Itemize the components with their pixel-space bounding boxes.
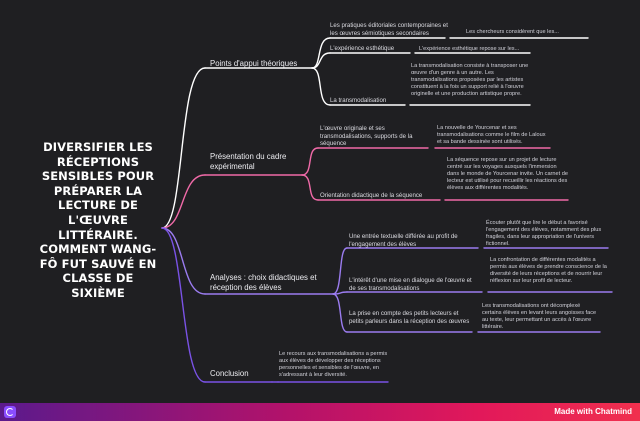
topic-entree-textuelle[interactable]: Une entrée textuelle différée au profit … [349, 233, 458, 248]
leaf-experience-esthetique[interactable]: L'expérience esthétique repose sur les..… [419, 46, 520, 52]
made-with-chatmind-credit[interactable]: Made with Chatmind [554, 407, 632, 416]
leaf-conclusion[interactable]: Le recours aux transmodalisations a perm… [279, 351, 388, 378]
link-b1-topic-2 [311, 52, 331, 69]
connectors-white [161, 37, 589, 229]
connectors-pink [161, 147, 569, 229]
link-root-branch-3 [161, 227, 206, 295]
leaf-nouvelle-yourcenar[interactable]: La nouvelle de Yourcenar et ses transmod… [437, 125, 546, 145]
link-b3-topic-3 [332, 293, 348, 333]
link-b1-topic-3 [311, 67, 331, 106]
root-node-title[interactable]: DIVERSIFIER LES RÉCEPTIONS SENSIBLES POU… [39, 140, 157, 300]
topic-experience-esthetique[interactable]: L'expérience esthétique [330, 45, 395, 52]
branch-points-appui[interactable]: Points d'appui théoriques [210, 59, 298, 68]
topic-pratiques-editoriales[interactable]: Les pratiques éditoriales contemporaines… [330, 22, 448, 37]
branch-cadre-experimental[interactable]: Présentation du cadre expérimental [210, 152, 287, 171]
branch-conclusion[interactable]: Conclusion [210, 369, 249, 378]
leaf-chercheurs[interactable]: Les chercheurs considèrent que les... [466, 29, 559, 35]
leaf-transmodalisation[interactable]: La transmodalisation consiste à transpos… [411, 63, 529, 97]
leaf-sequence-projet[interactable]: La séquence repose sur un projet de lect… [447, 157, 568, 191]
chatmind-logo-icon[interactable] [4, 406, 16, 418]
branch-analyses[interactable]: Analyses : choix didactiques et réceptio… [210, 273, 317, 292]
topic-orientation-didactique[interactable]: Orientation didactique de la séquence [320, 192, 423, 199]
link-root-branch-1 [161, 67, 206, 229]
mind-map-canvas: DIVERSIFIER LES RÉCEPTIONS SENSIBLES POU… [39, 22, 613, 383]
link-root-branch-4 [161, 227, 206, 383]
link-b2-topic-1 [301, 147, 319, 176]
footer-bar: Made with Chatmind [0, 403, 640, 421]
topic-transmodalisation[interactable]: La transmodalisation [330, 97, 387, 104]
connectors-violet [161, 227, 389, 383]
leaf-decomplexe[interactable]: Les transmodalisations ont décomplexé ce… [482, 303, 597, 330]
link-b3-topic-1 [332, 247, 348, 295]
link-root-branch-2 [161, 174, 206, 229]
link-b2-topic-2 [301, 174, 319, 201]
leaf-confrontation[interactable]: La confrontation de différentes modalité… [490, 257, 607, 284]
topic-petits-lecteurs[interactable]: La prise en compte des petits lecteurs e… [349, 310, 470, 325]
mind-map-connectors [161, 37, 613, 383]
leaf-ecouter-lire[interactable]: Écouter plutôt que lire le début a favor… [486, 220, 602, 247]
topic-mise-en-dialogue[interactable]: L'intérêt d'une mise en dialogue de l'œu… [349, 277, 472, 292]
connectors-lavender [161, 227, 613, 333]
topic-oeuvre-originale[interactable]: L'œuvre originale et ses transmodalisati… [320, 125, 413, 147]
